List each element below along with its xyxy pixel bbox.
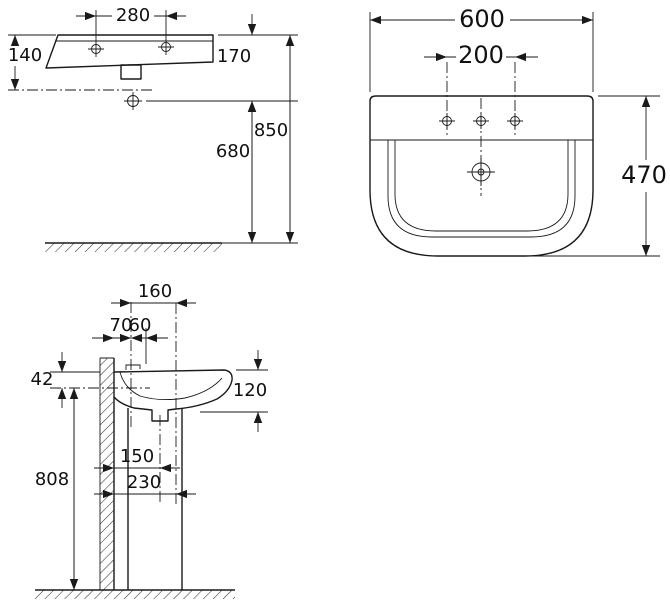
dim-120-label: 120 [233,380,267,401]
dim-470-lines [528,95,660,257]
dim-470-label: 470 [621,161,667,189]
dim-70-label: 70 [110,315,133,336]
taphole-icon [506,112,524,130]
dim-230-label: 230 [127,472,161,493]
dim-200-label: 200 [458,41,504,69]
dim-60-label: 60 [129,315,152,336]
dim-42-lines [50,352,100,408]
pedestal-outline [127,408,183,590]
bowl-inner-line [394,140,569,232]
floor-hatch [35,590,235,599]
wall-back-line [99,357,114,590]
dim-160-label: 160 [138,281,172,302]
pedestal-side-view: 160 70 60 42 120 1 [31,281,268,599]
drain-icon [466,157,496,187]
bowl-section-line [119,371,223,401]
dim-680-label: 680 [216,141,250,162]
height-extension-lines [146,34,298,244]
wall-hatch [100,358,114,590]
dim-140-label: 140 [8,45,42,66]
dim-150-label: 150 [120,446,154,467]
dim-850-label: 850 [254,120,288,141]
taphole-icon [87,40,105,58]
basin-outline-side [45,34,214,69]
wall-elevation-view: 280 140 170 680 850 [8,5,298,252]
dim-120-lines [200,350,268,432]
wall-outlet-icon [123,91,143,111]
taphole-icon [472,112,490,130]
dim-42-label: 42 [31,369,54,390]
drain-boss [120,64,142,80]
basin-outline-front [369,95,594,257]
tap-deck-detail [125,364,141,370]
front-view: 600 200 470 [369,5,667,257]
basin-profile-outline [113,369,233,422]
floor-hatch [45,243,222,252]
bowl-outer-line [387,140,576,238]
dim-280-label: 280 [116,5,150,26]
dim-170-label: 170 [217,46,251,67]
pedestal-centerlines [50,302,177,505]
dim-600-label: 600 [459,5,505,33]
dim-808-label: 808 [35,469,69,490]
taphole-icon [438,112,456,130]
dim-140-lines [8,34,56,90]
dim-600-lines [369,12,594,92]
